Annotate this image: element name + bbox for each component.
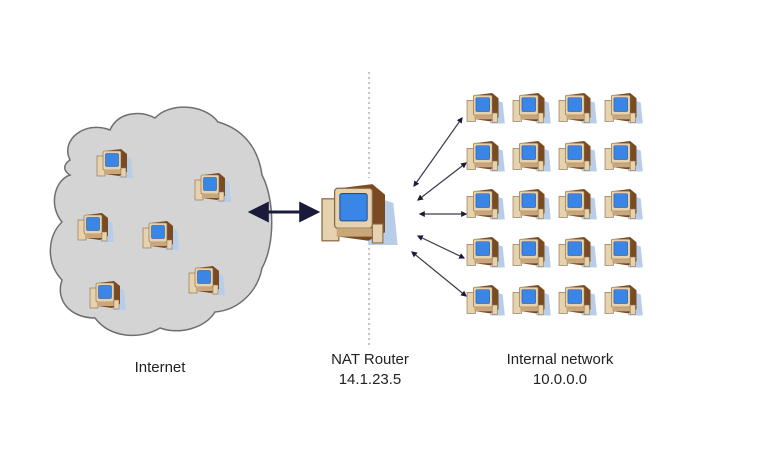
internal-network-label: Internal network — [506, 351, 614, 368]
internal-host-computer-icon — [466, 236, 506, 269]
internal-host-computer-icon — [604, 284, 644, 317]
internal-host-computer-icon — [466, 284, 506, 317]
internal-host-computer-icon — [558, 188, 598, 221]
double-arrow — [411, 251, 467, 297]
internal-host-computer-icon — [512, 284, 552, 317]
router-ip: 14.1.23.5 — [338, 371, 402, 388]
internal-host-computer-icon — [512, 92, 552, 125]
internal-host-computer-icon — [466, 188, 506, 221]
internal-arrows — [411, 117, 468, 297]
internal-host-computer-icon — [604, 188, 644, 221]
double-arrow — [417, 162, 467, 201]
double-arrow — [413, 117, 463, 187]
internal-host-computer-icon — [604, 92, 644, 125]
internal-host-computer-icon — [604, 236, 644, 269]
internal-host-computer-icon — [558, 140, 598, 173]
internal-network-ip: 10.0.0.0 — [532, 371, 588, 388]
internal-host-computer-icon — [558, 284, 598, 317]
internal-host-computer-icon — [558, 92, 598, 125]
router-label: NAT Router — [331, 351, 409, 368]
internal-host-computer-icon — [512, 236, 552, 269]
internal-network-grid — [466, 92, 644, 317]
internal-host-computer-icon — [512, 140, 552, 173]
double-arrow — [416, 235, 466, 259]
router-computer-icon — [320, 183, 399, 247]
internet-label: Internet — [134, 359, 186, 376]
internal-host-computer-icon — [466, 140, 506, 173]
internal-host-computer-icon — [558, 236, 598, 269]
internal-host-computer-icon — [512, 188, 552, 221]
internal-host-computer-icon — [604, 140, 644, 173]
internal-host-computer-icon — [466, 92, 506, 125]
